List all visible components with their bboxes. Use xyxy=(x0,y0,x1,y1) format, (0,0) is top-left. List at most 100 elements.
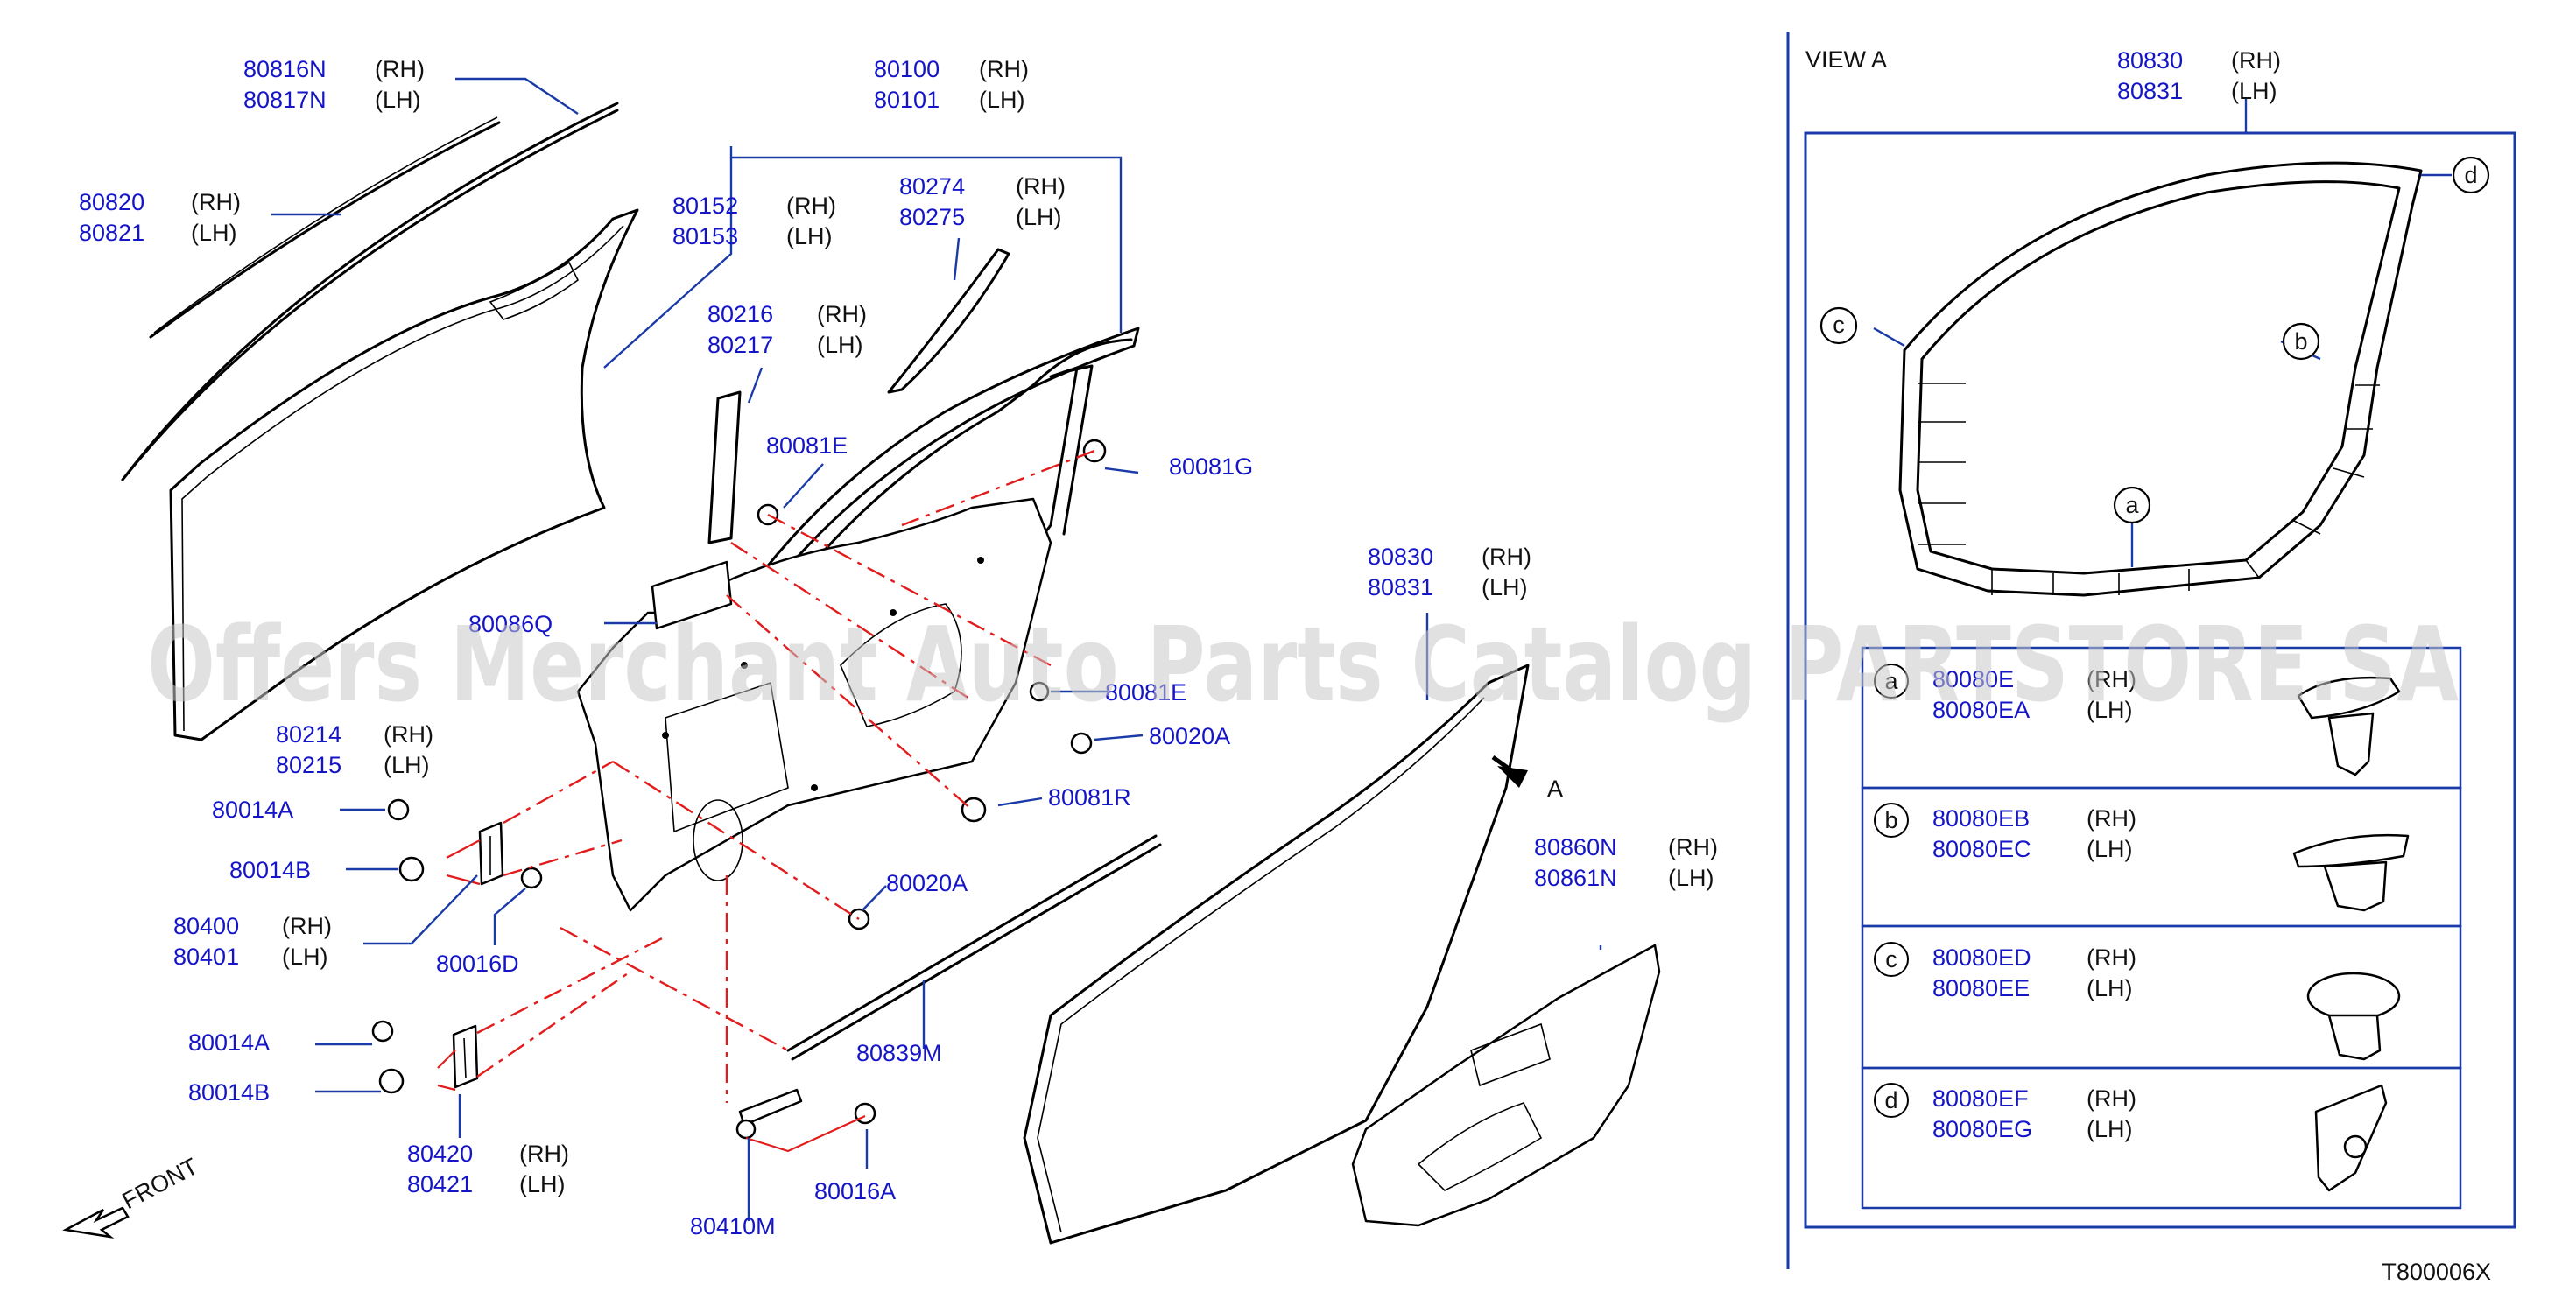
diagram-code: T800006X xyxy=(2382,1259,2491,1285)
svg-text:(RH): (RH) xyxy=(2087,1085,2136,1112)
part-number: 80080E xyxy=(1932,666,2014,692)
part-number: 80820 xyxy=(79,189,144,215)
part-number: 80817N xyxy=(243,87,327,113)
part-number: 80014B xyxy=(229,857,311,883)
svg-text:(RH): (RH) xyxy=(2231,47,2281,74)
part-number: 80420 xyxy=(407,1141,473,1167)
callout-80830: 80830 (RH) 80831 (LH) xyxy=(1368,544,1531,600)
part-number: 80274 xyxy=(899,173,965,200)
point-label: b xyxy=(2294,328,2307,355)
front-arrow xyxy=(62,1206,130,1239)
point-label: d xyxy=(2464,162,2477,188)
svg-text:(LH): (LH) xyxy=(191,220,237,246)
part-number: 80080EG xyxy=(1932,1116,2032,1142)
svg-text:(RH): (RH) xyxy=(384,721,433,748)
svg-text:(LH): (LH) xyxy=(384,752,430,778)
part-number: 80821 xyxy=(79,220,144,246)
svg-text:(LH): (LH) xyxy=(282,944,328,970)
svg-text:(LH): (LH) xyxy=(2087,697,2133,723)
svg-text:(RH): (RH) xyxy=(2087,666,2136,692)
part-number: 80400 xyxy=(173,913,239,939)
part-number: 80216 xyxy=(707,301,773,327)
legend-row-a: a 80080E (RH) 80080EA (LH) xyxy=(1874,664,2136,723)
svg-text:(LH): (LH) xyxy=(375,87,421,113)
callout-80820: 80820 (RH) 80821 (LH) xyxy=(79,189,241,246)
svg-text:(RH): (RH) xyxy=(1482,544,1531,570)
svg-text:(LH): (LH) xyxy=(1668,865,1714,891)
part-number: 80081E xyxy=(766,432,848,459)
svg-text:(LH): (LH) xyxy=(1482,574,1528,600)
svg-text:c: c xyxy=(1885,946,1897,972)
front-label: FRONT xyxy=(118,1153,202,1214)
part-number: 80100 xyxy=(874,56,940,82)
callout-80420: 80420 (RH) 80421 (LH) xyxy=(407,1141,569,1197)
svg-text:(RH): (RH) xyxy=(191,189,241,215)
part-number: 80830 xyxy=(1368,544,1433,570)
part-number: 80215 xyxy=(276,752,341,778)
glass-run-channel xyxy=(707,390,742,544)
legend-row-b: b 80080EB (RH) 80080EC (LH) xyxy=(1874,803,2136,862)
part-number: 80080EB xyxy=(1932,805,2030,832)
clip-b-drawing xyxy=(2292,833,2410,912)
part-number: 80275 xyxy=(899,204,965,230)
part-number: 80214 xyxy=(276,721,341,748)
svg-text:a: a xyxy=(1884,668,1898,694)
callout-80214: 80214 (RH) 80215 (LH) xyxy=(276,721,433,778)
label-sticker xyxy=(651,560,733,630)
clip-d-drawing xyxy=(2314,1084,2388,1192)
svg-text:(RH): (RH) xyxy=(519,1141,569,1167)
part-number: 80014A xyxy=(212,797,293,823)
part-number: 80410M xyxy=(690,1213,776,1239)
clip-a-drawing xyxy=(2297,676,2401,776)
callout-80100: 80100 (RH) 80101 (LH) xyxy=(874,56,1029,113)
part-number: 80081E xyxy=(1105,679,1186,706)
clip-c-drawing xyxy=(2306,972,2401,1061)
view-a-arrow xyxy=(1491,755,1528,788)
point-label: c xyxy=(1833,312,1845,338)
part-number: 80217 xyxy=(707,332,773,358)
svg-text:(RH): (RH) xyxy=(979,56,1029,82)
callout-80216: 80216 (RH) 80217 (LH) xyxy=(707,301,867,358)
svg-text:(RH): (RH) xyxy=(1016,173,1066,200)
part-number: 80830 xyxy=(2117,47,2183,74)
callout-80274: 80274 (RH) 80275 (LH) xyxy=(899,173,1066,230)
fasteners xyxy=(371,439,1107,1125)
assembly-lines xyxy=(437,449,1095,1153)
door-sealing-screen xyxy=(1351,944,1661,1227)
part-number: 80860N xyxy=(1534,834,1617,860)
view-a-callout: 80830 (RH) 80831 (LH) xyxy=(2117,47,2281,104)
door-check-link xyxy=(735,1088,803,1140)
part-number: 80014A xyxy=(188,1029,270,1056)
clip-bands xyxy=(1918,383,2380,595)
part-number: 80081R xyxy=(1048,784,1131,811)
part-number: 80421 xyxy=(407,1171,473,1197)
svg-text:(LH): (LH) xyxy=(1016,204,1062,230)
svg-text:(LH): (LH) xyxy=(2231,78,2277,104)
part-number: 80153 xyxy=(672,223,738,249)
part-number: 80831 xyxy=(1368,574,1433,600)
svg-text:(LH): (LH) xyxy=(519,1171,566,1197)
svg-text:d: d xyxy=(1884,1087,1897,1113)
part-number: 80020A xyxy=(886,870,968,896)
part-number: 80020A xyxy=(1149,723,1230,749)
part-number: 80016D xyxy=(436,951,519,977)
callout-80400: 80400 (RH) 80401 (LH) xyxy=(173,913,332,970)
view-arrow-label: A xyxy=(1547,776,1563,802)
part-number: 80016A xyxy=(814,1178,896,1204)
svg-text:(RH): (RH) xyxy=(1668,834,1718,860)
svg-text:(RH): (RH) xyxy=(2087,805,2136,832)
svg-text:(RH): (RH) xyxy=(786,193,836,219)
part-number: 80101 xyxy=(874,87,940,113)
leader-lines xyxy=(271,77,1602,1221)
point-label: a xyxy=(2125,492,2139,518)
part-number: 80080EA xyxy=(1932,697,2030,723)
part-number: 80816N xyxy=(243,56,327,82)
svg-text:(RH): (RH) xyxy=(2087,944,2136,971)
part-number: 80086Q xyxy=(468,611,553,637)
svg-text:(LH): (LH) xyxy=(786,223,833,249)
door-sill-molding xyxy=(786,834,1162,1061)
door-weatherstrip xyxy=(1023,664,1530,1245)
part-number: 80014B xyxy=(188,1079,270,1106)
part-number: 80080EE xyxy=(1932,975,2030,1001)
